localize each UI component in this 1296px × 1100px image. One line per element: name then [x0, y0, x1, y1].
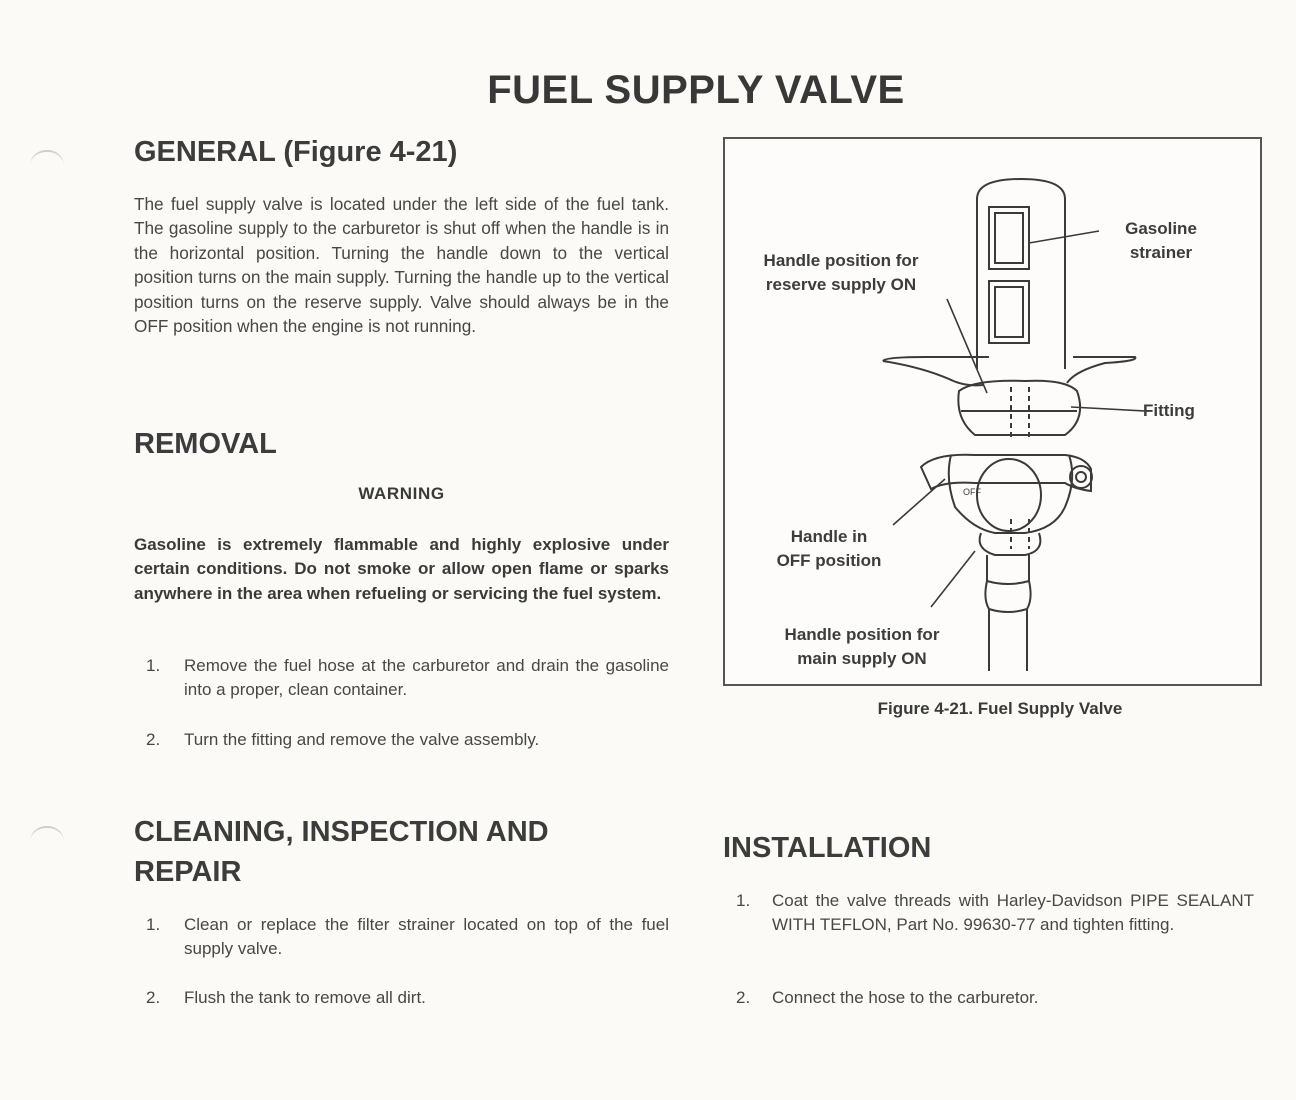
figure-frame: OFF Handle position for reserve supply O…	[723, 137, 1262, 686]
step-number: 2.	[146, 730, 161, 749]
margin-mark-bottom	[30, 826, 64, 842]
label-fitting: Fitting	[1143, 401, 1195, 420]
margin-mark-top	[30, 150, 64, 166]
label-reserve-line1: Handle position for	[763, 251, 919, 270]
removal-heading: REMOVAL	[134, 428, 277, 460]
step-number: 2.	[736, 988, 751, 1007]
installation-step-1: 1. Coat the valve threads with Harley-Da…	[736, 889, 1254, 963]
step-text: Turn the fitting and remove the valve as…	[184, 730, 540, 749]
label-reserve-line2: reserve supply ON	[765, 275, 917, 294]
step-text: Remove the fuel hose at the carburetor a…	[184, 656, 669, 700]
label-main-line1: Handle position for	[784, 625, 940, 644]
label-off-line1: Handle in	[790, 527, 868, 546]
step-number: 1.	[146, 656, 161, 675]
cleaning-step-2: 2. Flush the tank to remove all dirt.	[146, 986, 669, 1012]
warning-text: Gasoline is extremely flammable and high…	[134, 535, 669, 603]
fuel-valve-illustration: OFF	[882, 177, 1146, 671]
general-body: The fuel supply valve is located under t…	[134, 194, 669, 337]
cleaning-step-1: 1. Clean or replace the filter strainer …	[146, 913, 669, 963]
step-number: 1.	[146, 915, 161, 934]
removal-step-2: 2. Turn the fitting and remove the valve…	[146, 728, 669, 754]
figure-caption: Figure 4-21. Fuel Supply Valve	[877, 699, 1123, 718]
page-title: FUEL SUPPLY VALVE	[487, 68, 905, 112]
step-text: Flush the tank to remove all dirt.	[184, 988, 426, 1007]
step-number: 2.	[146, 988, 161, 1007]
label-strainer-line2: strainer	[1129, 243, 1193, 262]
cleaning-heading-line2: REPAIR	[134, 856, 242, 888]
off-stamp: OFF	[963, 487, 981, 497]
installation-heading: INSTALLATION	[723, 832, 932, 864]
warning-title: WARNING	[358, 484, 445, 503]
cleaning-heading-line1: CLEANING, INSPECTION AND	[134, 816, 549, 848]
step-text: Connect the hose to the carburetor.	[772, 988, 1039, 1007]
step-text: Clean or replace the filter strainer loc…	[184, 915, 669, 959]
label-strainer-line1: Gasoline	[1125, 219, 1197, 238]
installation-step-2: 2. Connect the hose to the carburetor.	[736, 986, 1254, 1012]
general-heading: GENERAL (Figure 4-21)	[134, 136, 458, 168]
removal-step-1: 1. Remove the fuel hose at the carbureto…	[146, 654, 669, 704]
step-text: Coat the valve threads with Harley-David…	[772, 891, 1254, 935]
label-off-line2: OFF position	[776, 551, 882, 570]
step-number: 1.	[736, 891, 751, 910]
label-main-line2: main supply ON	[797, 649, 927, 668]
